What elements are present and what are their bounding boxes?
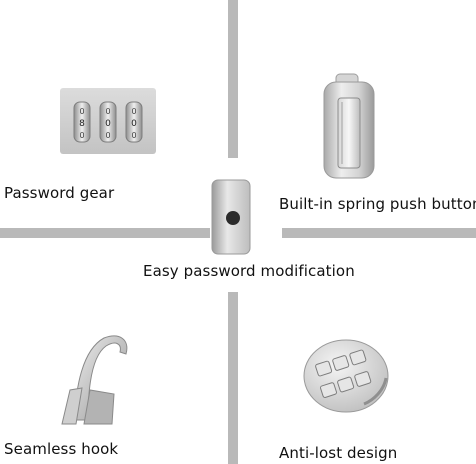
label-spring-button: Built-in spring push button <box>279 195 476 213</box>
label-easy-modification: Easy password modification <box>143 262 355 280</box>
dial-wheel-2: 0 0 0 <box>99 101 117 143</box>
spring-button-illustration <box>323 73 375 179</box>
anti-lost-illustration <box>303 339 389 413</box>
dial-wheel-3: 0 0 0 <box>125 101 143 143</box>
dial-wheel-1: 0 8 0 <box>73 101 91 143</box>
svg-text:0: 0 <box>131 107 136 116</box>
svg-text:0: 0 <box>105 107 110 116</box>
svg-text:0: 0 <box>105 131 110 140</box>
svg-text:0: 0 <box>131 131 136 140</box>
label-password-gear: Password gear <box>4 184 115 202</box>
label-anti-lost: Anti-lost design <box>279 444 398 462</box>
divider-left-horizontal <box>0 228 210 238</box>
divider-top-vertical <box>228 0 238 158</box>
reset-button-icon <box>226 211 240 225</box>
svg-text:0: 0 <box>105 119 111 129</box>
divider-bottom-vertical <box>228 292 238 464</box>
password-gear-illustration: 0 8 0 0 0 0 0 0 0 <box>60 88 156 154</box>
seamless-hook-illustration <box>61 335 128 425</box>
svg-text:0: 0 <box>79 107 84 116</box>
svg-text:8: 8 <box>79 119 85 129</box>
svg-text:0: 0 <box>79 131 84 140</box>
label-seamless-hook: Seamless hook <box>4 440 119 458</box>
svg-text:0: 0 <box>131 119 137 129</box>
divider-right-horizontal <box>282 228 476 238</box>
center-lock-illustration <box>211 179 251 255</box>
